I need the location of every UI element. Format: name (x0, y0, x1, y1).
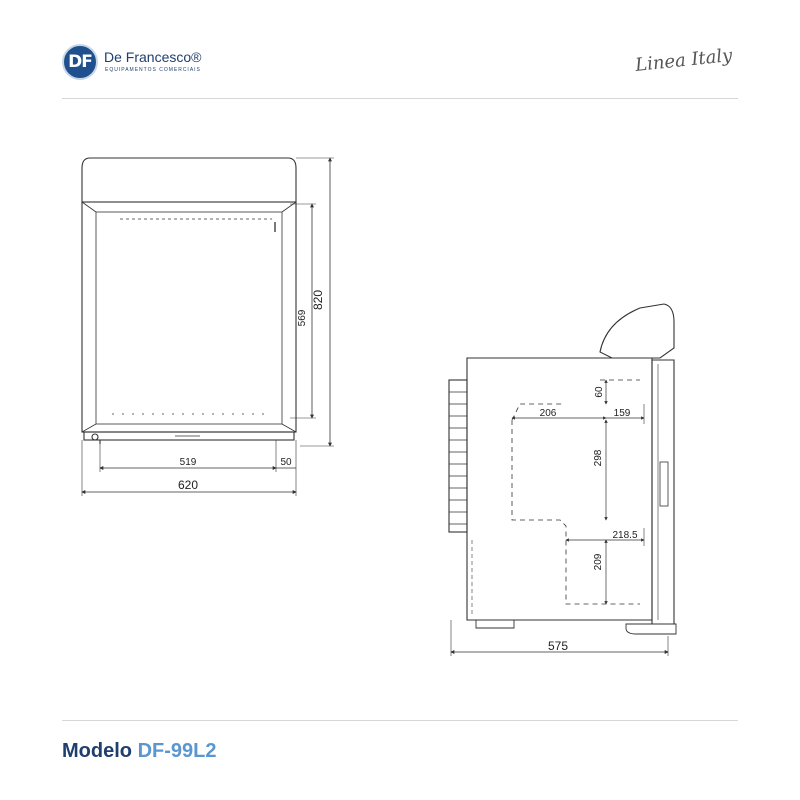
footer-divider (62, 720, 738, 721)
brand-subtitle: EQUIPAMENTOS COMERCIAIS (105, 67, 201, 73)
dim-side-60: 60 (594, 386, 605, 398)
dim-front-width-total: 620 (178, 478, 198, 492)
brand-logo: DF De Francesco® EQUIPAMENTOS COMERCIAIS (62, 44, 232, 80)
side-interior-profile (511, 379, 640, 605)
side-condenser (448, 379, 468, 533)
front-base (83, 431, 295, 441)
side-lid (599, 303, 675, 359)
side-foot-front (625, 623, 677, 635)
front-inner-frame (95, 211, 283, 425)
front-lock-icon (91, 433, 99, 441)
brand-badge-icon: DF (62, 44, 98, 80)
dim-front-height-inner: 569 (297, 309, 308, 326)
dim-side-298: 298 (593, 449, 604, 466)
front-body (81, 201, 297, 433)
front-lid (81, 157, 297, 203)
brand-name: De Francesco® (104, 49, 202, 65)
model-code: DF-99L2 (137, 740, 217, 762)
dim-front-width-inner: 519 (180, 457, 197, 468)
side-body (466, 357, 653, 621)
dim-front-width-side: 50 (280, 457, 292, 468)
side-door (651, 359, 675, 625)
dim-side-159: 159 (614, 408, 631, 419)
side-foot-rear (475, 620, 515, 629)
front-view (81, 157, 334, 496)
dim-side-206: 206 (540, 408, 557, 419)
dim-side-218-5: 218.5 (612, 530, 637, 541)
dim-side-depth-total: 575 (548, 639, 568, 653)
dim-front-height-total: 820 (311, 290, 325, 310)
header-divider (62, 98, 738, 99)
side-view (448, 303, 677, 656)
side-handle (659, 461, 669, 507)
model-title: Modelo DF-99L2 (62, 740, 216, 763)
model-label: Modelo (62, 740, 132, 762)
dim-side-209: 209 (593, 553, 604, 570)
